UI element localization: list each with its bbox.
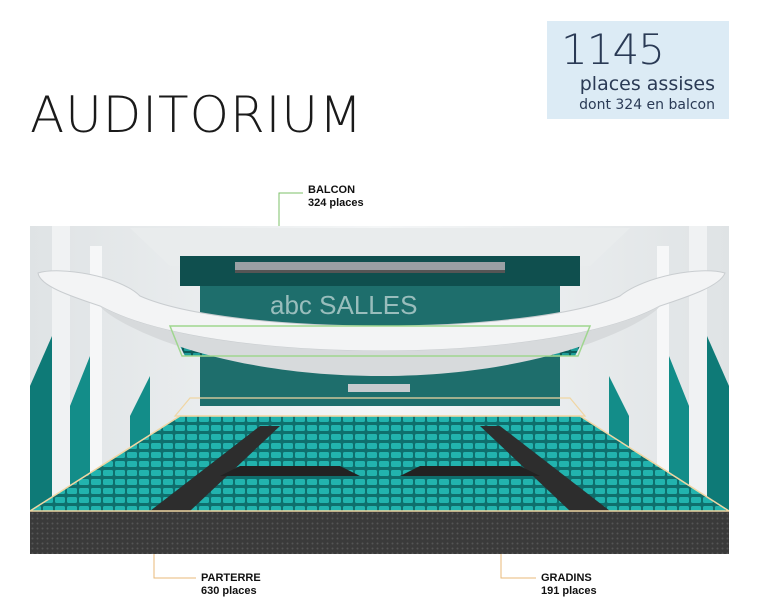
gradins-zone-outline bbox=[173, 397, 587, 417]
balcon-zone-outline bbox=[168, 325, 592, 357]
balcon-callout: BALCON 324 places bbox=[308, 184, 364, 210]
balcon-label: BALCON bbox=[308, 184, 356, 196]
front-floor bbox=[30, 511, 729, 554]
capacity-seats-label: places assises bbox=[579, 73, 715, 95]
gradins-label: GRADINS bbox=[541, 572, 592, 584]
parterre-label: PARTERRE bbox=[201, 572, 261, 584]
auditorium-illustration: abc SALLES bbox=[30, 226, 729, 554]
balcon-places: 324 places bbox=[308, 197, 364, 209]
capacity-number: 1145 bbox=[561, 25, 665, 74]
parterre-callout: PARTERRE 630 places bbox=[201, 572, 261, 598]
gradins-places: 191 places bbox=[541, 585, 597, 597]
acoustic-reflector bbox=[37, 270, 726, 352]
watermark: abc SALLES bbox=[270, 290, 417, 320]
gradins-callout: GRADINS 191 places bbox=[541, 572, 597, 598]
parterre-places: 630 places bbox=[201, 585, 257, 597]
balcon-leader-line bbox=[278, 192, 303, 226]
capacity-box: 1145 places assises dont 324 en balcon bbox=[547, 21, 729, 119]
page-title: AUDITORIUM bbox=[30, 86, 364, 144]
capacity-balcony-note: dont 324 en balcon bbox=[579, 97, 715, 113]
